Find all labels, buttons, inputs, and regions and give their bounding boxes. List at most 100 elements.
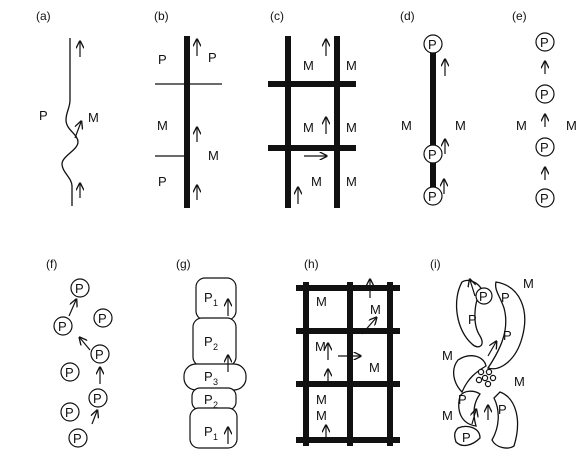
panel-i: (i) P P P P P P P M M M M	[430, 257, 534, 449]
panel-i-arrow-2	[487, 342, 496, 357]
panel-i-dot-1	[477, 368, 485, 376]
panel-f-p-3: P	[98, 311, 107, 326]
panel-i-label: (i)	[430, 257, 441, 271]
panel-h-label: (h)	[304, 257, 319, 271]
panel-f-cell-8	[68, 428, 88, 448]
panel-i-lobe-upper-right	[486, 281, 526, 370]
panel-c: (c) M M M M M M	[268, 9, 357, 208]
panel-f-cell-3	[93, 308, 113, 328]
panel-f-arrow-2	[80, 338, 91, 351]
panel-i-m-4: M	[442, 408, 453, 423]
panel-e-cell-2	[535, 84, 555, 104]
panel-e-m-1: M	[516, 118, 527, 133]
panel-i-dot-6	[484, 380, 492, 388]
panel-i-p-1: P	[479, 289, 488, 304]
panel-h-arrow-2	[361, 318, 376, 335]
panel-b: (b) P P M M P	[154, 9, 222, 208]
panel-i-lobe-middle	[452, 355, 487, 394]
panel-f-cell-1	[70, 278, 90, 298]
panel-h-m-3: M	[315, 339, 326, 354]
panel-g-p-2: P	[204, 334, 213, 349]
panel-f-p-2: P	[58, 319, 67, 334]
panel-h-m-6: M	[316, 408, 327, 423]
panel-i-arrow-1	[470, 280, 475, 297]
panel-g-p-1: P	[204, 290, 213, 305]
panel-e-cell-1	[535, 32, 555, 52]
panel-f-p-1: P	[75, 281, 84, 296]
panel-a: (a) P M	[36, 9, 99, 206]
panel-g-p-5: P	[204, 424, 213, 439]
panel-f-label: (f)	[46, 257, 57, 271]
panel-f-p-4: P	[95, 347, 104, 362]
panel-c-m-5: M	[311, 174, 322, 189]
panel-a-p: P	[39, 108, 48, 123]
panel-g-cell-p1-bottom	[189, 407, 238, 449]
panel-f: (f) P P P P P P P P	[46, 257, 113, 448]
panel-i-p-7: P	[462, 430, 471, 445]
panel-b-p-2: P	[208, 50, 217, 65]
panel-i-p-4: P	[503, 328, 512, 343]
panel-a-wavy-boundary	[61, 38, 79, 206]
panel-f-p-6: P	[93, 391, 102, 406]
panel-f-cell-2	[53, 316, 73, 336]
panel-c-m-3: M	[303, 120, 314, 135]
panel-h-m-5: M	[316, 392, 327, 407]
panel-d-cell-2	[423, 144, 443, 164]
panel-i-dot-2	[485, 368, 493, 376]
panel-i-p-2: P	[501, 290, 510, 305]
panel-e-p-3: P	[540, 140, 549, 155]
panel-e-p-2: P	[540, 87, 549, 102]
panel-e-p-1: P	[540, 35, 549, 50]
panel-f-cell-7	[60, 402, 80, 422]
panel-f-p-5: P	[65, 365, 74, 380]
panel-g-sub-2: 2	[213, 342, 218, 352]
panel-e: (e) P P P P M M	[512, 9, 577, 208]
panel-g-p-4: P	[204, 392, 213, 407]
panel-f-arrow-4	[92, 411, 97, 425]
panel-i-p-5: P	[458, 392, 467, 407]
panel-d: (d) P P P M M	[400, 9, 466, 206]
panel-g-sub-3: 3	[213, 377, 218, 387]
panel-f-p-8: P	[73, 431, 82, 446]
panel-a-label: (a)	[36, 9, 51, 23]
panel-e-label: (e)	[512, 9, 527, 23]
panel-d-p-2: P	[428, 147, 437, 162]
panel-h-m-4: M	[369, 360, 380, 375]
panel-i-m-1: M	[523, 276, 534, 291]
panel-i-lobe-lower-right	[491, 391, 519, 449]
panel-i-p-6: P	[498, 402, 507, 417]
panel-b-label: (b)	[154, 9, 169, 23]
panel-d-p-1: P	[428, 37, 437, 52]
panel-d-cell-1	[423, 34, 443, 54]
panel-b-m-1: M	[157, 118, 168, 133]
panel-d-cell-3	[423, 186, 443, 206]
panel-d-p-3: P	[428, 189, 437, 204]
panel-g-sub-5: 1	[213, 432, 218, 442]
panel-f-cell-6	[88, 388, 108, 408]
panel-d-label: (d)	[400, 9, 415, 23]
panel-i-m-3: M	[514, 374, 525, 389]
panel-d-m-1: M	[401, 118, 412, 133]
panel-i-dot-4	[489, 374, 497, 382]
panel-e-cell-3	[535, 137, 555, 157]
panel-c-m-2: M	[346, 58, 357, 73]
panel-i-lobe-upper-left	[455, 279, 483, 348]
panel-b-m-2: M	[208, 148, 219, 163]
panel-i-p-3: P	[468, 312, 477, 327]
panel-g-label: (g)	[176, 257, 191, 271]
panel-b-p-1: P	[158, 52, 167, 67]
panel-i-cell	[475, 287, 493, 305]
panel-e-m-2: M	[566, 118, 577, 133]
panel-c-m-6: M	[346, 174, 357, 189]
panel-b-p-3: P	[158, 174, 167, 189]
panel-c-m-4: M	[346, 120, 357, 135]
panel-f-p-7: P	[65, 405, 74, 420]
panel-g-p-3: P	[204, 369, 213, 384]
panel-f-arrow-1	[68, 300, 76, 317]
panel-h: (h) M M M M M M	[296, 257, 400, 446]
panel-h-m-2: M	[370, 302, 381, 317]
panel-g: (g) P 1 P 2 P 3 P 2 P 1	[176, 257, 247, 449]
panel-e-cell-4	[535, 188, 555, 208]
panel-i-dot-3	[481, 374, 489, 382]
